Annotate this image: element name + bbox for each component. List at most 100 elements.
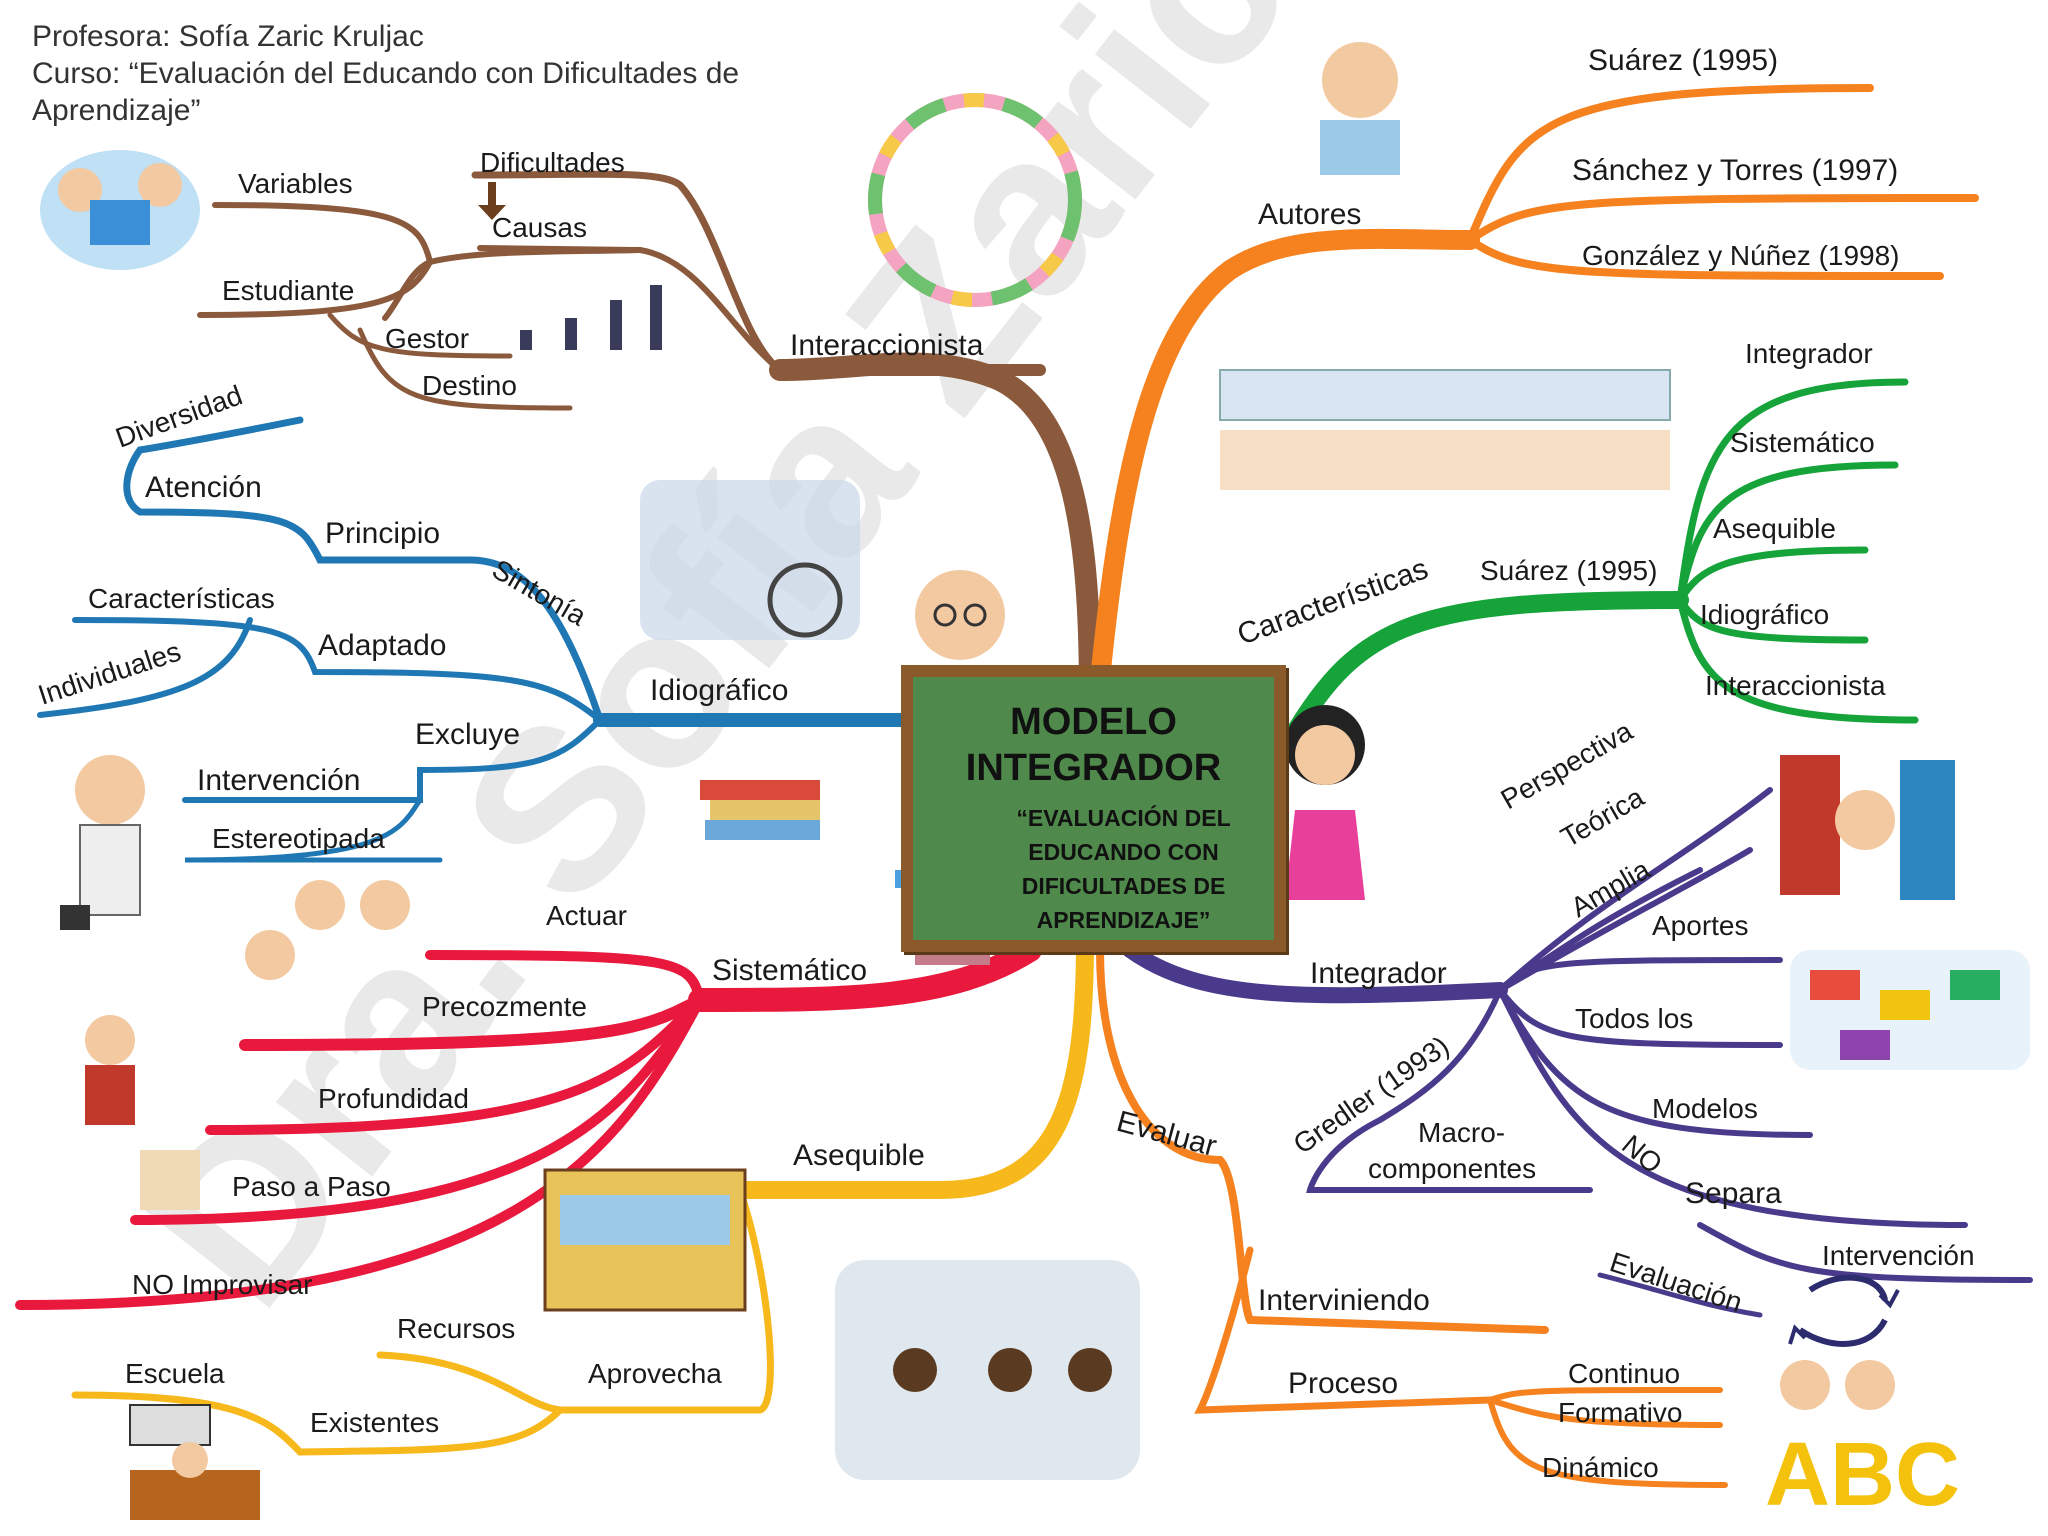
line-improvisar — [15, 995, 705, 1310]
classroom-illustration — [835, 1260, 1140, 1480]
labels-asequible: Asequible Aprovecha Recursos Existentes … — [125, 1139, 925, 1438]
label-interaccionista: Interaccionista — [790, 329, 984, 362]
label-macro-2: componentes — [1368, 1153, 1536, 1184]
line-suarez — [1466, 84, 1874, 244]
label-escuela: Escuela — [125, 1358, 225, 1389]
label-existentes: Existentes — [310, 1407, 439, 1438]
label-suarez-source: Suárez (1995) — [1480, 555, 1657, 586]
label-autores: Autores — [1258, 198, 1361, 231]
line-separa — [1497, 987, 1968, 1228]
trunk-sistematico — [688, 938, 1042, 1012]
label-autor-2: Sánchez y Torres (1997) — [1572, 154, 1898, 187]
label-profundidad: Profundidad — [318, 1083, 469, 1114]
line-estudiante — [197, 259, 433, 318]
label-formativo: Formativo — [1558, 1397, 1682, 1428]
branch-integrador — [1122, 787, 2033, 1318]
line-variables — [212, 202, 433, 265]
labels-interaccionista: Interaccionista Variables Dificultades C… — [222, 147, 984, 401]
kids-with-signs-illustration — [1219, 369, 1671, 490]
header-teacher: Profesora: Sofía Zaric Kruljac — [32, 20, 424, 53]
label-adaptado: Adaptado — [318, 629, 446, 662]
label-estudiante: Estudiante — [222, 275, 354, 306]
label-interviniendo: Interviniendo — [1258, 1284, 1430, 1317]
line-paso — [130, 995, 705, 1225]
line-precozmente — [239, 994, 706, 1051]
label-integrador: Integrador — [1310, 957, 1447, 990]
branch-caracteristicas — [1281, 378, 1919, 749]
header-course: Curso: “Evaluación del Educando con Difi… — [32, 57, 740, 90]
center-sub-line2: EDUCANDO CON — [1028, 839, 1219, 865]
toddlers-illustration — [245, 880, 410, 980]
label-dificultades: Dificultades — [480, 147, 625, 178]
label-gestor: Gestor — [385, 323, 469, 354]
branch-sistematico — [15, 938, 1042, 1310]
label-asequible: Asequible — [793, 1139, 925, 1172]
line-dinamico — [1487, 1397, 1728, 1488]
abc-letters: ABC — [1765, 1425, 1960, 1525]
header-course-cont: Aprendizaje” — [32, 94, 201, 127]
line-gestor — [327, 312, 513, 359]
label-paso-a-paso: Paso a Paso — [232, 1171, 391, 1202]
label-aportes: Aportes — [1652, 910, 1749, 941]
child-with-blocks-illustration — [85, 1015, 200, 1210]
label-causas: Causas — [492, 212, 587, 243]
teacher-man-illustration — [60, 755, 145, 930]
branch-interaccionista — [197, 170, 1101, 711]
line-gonzalez — [1466, 236, 1944, 280]
label-macro-1: Macro- — [1418, 1117, 1505, 1148]
line-aportes — [1497, 957, 1783, 993]
line-idiografico — [1676, 596, 1869, 644]
branch-asequible — [71, 931, 1094, 1456]
line-destino — [357, 327, 573, 411]
label-individuales: Individuales — [34, 636, 184, 711]
line-actuar — [425, 950, 705, 1005]
line-proceso — [1194, 1246, 1494, 1414]
line-perspectiva — [1497, 787, 1773, 993]
label-excluye: Excluye — [415, 718, 520, 751]
center-sub-line1: “EVALUACIÓN DEL — [1016, 805, 1231, 831]
branch-idiografico — [37, 416, 912, 863]
line-todos — [1497, 987, 1783, 1048]
center-subtitle: “EVALUACIÓN DEL EDUCANDO CON DIFICULTADE… — [913, 801, 1274, 937]
trunk-asequible — [731, 931, 1094, 1199]
label-autor-1: Suárez (1995) — [1588, 44, 1778, 77]
label-int-intervencion: Intervención — [1822, 1240, 1975, 1271]
line-integrador — [1676, 378, 1909, 604]
label-evaluar: Evaluar — [1113, 1105, 1220, 1163]
label-variables: Variables — [238, 168, 353, 199]
line-aprovecha — [376, 1186, 774, 1414]
line-dificultades — [471, 170, 784, 374]
center-title-line1: MODELO — [1010, 701, 1177, 743]
line-profundidad — [205, 995, 705, 1135]
label-intervencion: Intervención — [197, 764, 360, 797]
label-car-asequible: Asequible — [1713, 513, 1836, 544]
label-recursos: Recursos — [397, 1313, 515, 1344]
trunk-integrador — [1122, 942, 1508, 1004]
flying-books-illustration — [700, 780, 820, 840]
line-estereotipada — [184, 797, 443, 863]
label-car-idiografico: Idiográfico — [1700, 599, 1829, 630]
line-sintonia — [123, 416, 604, 724]
label-no: NO — [1616, 1129, 1668, 1180]
group-people-illustration — [640, 480, 860, 640]
label-precozmente: Precozmente — [422, 991, 587, 1022]
label-proceso: Proceso — [1288, 1367, 1398, 1400]
label-no-improvisar: NO Improvisar — [132, 1269, 312, 1300]
line-existentes — [71, 1391, 564, 1456]
label-dinamico: Dinámico — [1542, 1452, 1659, 1483]
label-car-integrador: Integrador — [1745, 338, 1873, 369]
line-asequible — [1676, 546, 1869, 604]
label-modelos: Modelos — [1652, 1093, 1758, 1124]
line-causas — [477, 245, 783, 373]
labels-sistematico: Sistemático Actuar Precozmente Profundid… — [132, 900, 867, 1300]
label-teorica: Teórica — [1556, 781, 1650, 853]
school-building-illustration — [543, 1168, 747, 1312]
trunk-autores — [1090, 228, 1480, 690]
label-int-evaluacion: Evaluación — [1606, 1246, 1746, 1318]
label-separa: Separa — [1685, 1177, 1782, 1210]
trunk-caracteristicas — [1281, 591, 1689, 749]
line-excluye — [182, 717, 603, 803]
desk-office-illustration — [129, 1404, 260, 1520]
